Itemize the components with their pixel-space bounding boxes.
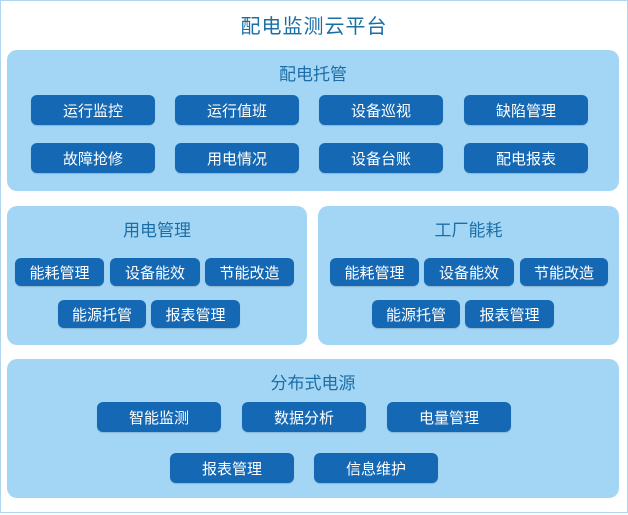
module-button[interactable]: 智能监测 — [97, 402, 221, 432]
module-button[interactable]: 能源托管 — [58, 300, 146, 328]
panel-power-usage: 用电管理 能耗管理 设备能效 节能改造 能源托管 报表管理 — [7, 206, 307, 345]
panel-factory-energy: 工厂能耗 能耗管理 设备能效 节能改造 能源托管 报表管理 — [318, 206, 619, 345]
module-button[interactable]: 报表管理 — [151, 300, 240, 328]
panel-distribution-hosting: 配电托管 运行监控 运行值班 设备巡视 缺陷管理 故障抢修 用电情况 设备台账 … — [7, 50, 619, 191]
module-button[interactable]: 能源托管 — [372, 300, 460, 328]
panel-title: 分布式电源 — [270, 374, 356, 394]
module-button[interactable]: 信息维护 — [314, 453, 438, 483]
panel-distributed-power: 分布式电源 智能监测 数据分析 电量管理 报表管理 信息维护 — [7, 359, 619, 498]
module-button[interactable]: 报表管理 — [170, 453, 294, 483]
module-button[interactable]: 配电报表 — [464, 143, 588, 173]
module-button[interactable]: 用电情况 — [175, 143, 299, 173]
module-button[interactable]: 运行监控 — [31, 95, 155, 125]
module-button[interactable]: 设备能效 — [424, 258, 514, 286]
module-button[interactable]: 报表管理 — [465, 300, 554, 328]
module-button[interactable]: 设备巡视 — [319, 95, 443, 125]
module-button[interactable]: 设备能效 — [110, 258, 200, 286]
module-button[interactable]: 故障抢修 — [31, 143, 155, 173]
module-button[interactable]: 运行值班 — [175, 95, 299, 125]
module-button[interactable]: 节能改造 — [520, 258, 608, 286]
module-button[interactable]: 电量管理 — [387, 402, 511, 432]
module-button[interactable]: 能耗管理 — [15, 258, 104, 286]
panel-title: 用电管理 — [123, 221, 191, 241]
panel-title: 工厂能耗 — [434, 221, 503, 241]
module-button[interactable]: 缺陷管理 — [464, 95, 588, 125]
module-button[interactable]: 节能改造 — [205, 258, 294, 286]
module-button[interactable]: 设备台账 — [319, 143, 443, 173]
page-title: 配电监测云平台 — [240, 14, 388, 38]
panel-title: 配电托管 — [279, 65, 347, 85]
module-button[interactable]: 数据分析 — [242, 402, 366, 432]
module-button[interactable]: 能耗管理 — [330, 258, 419, 286]
